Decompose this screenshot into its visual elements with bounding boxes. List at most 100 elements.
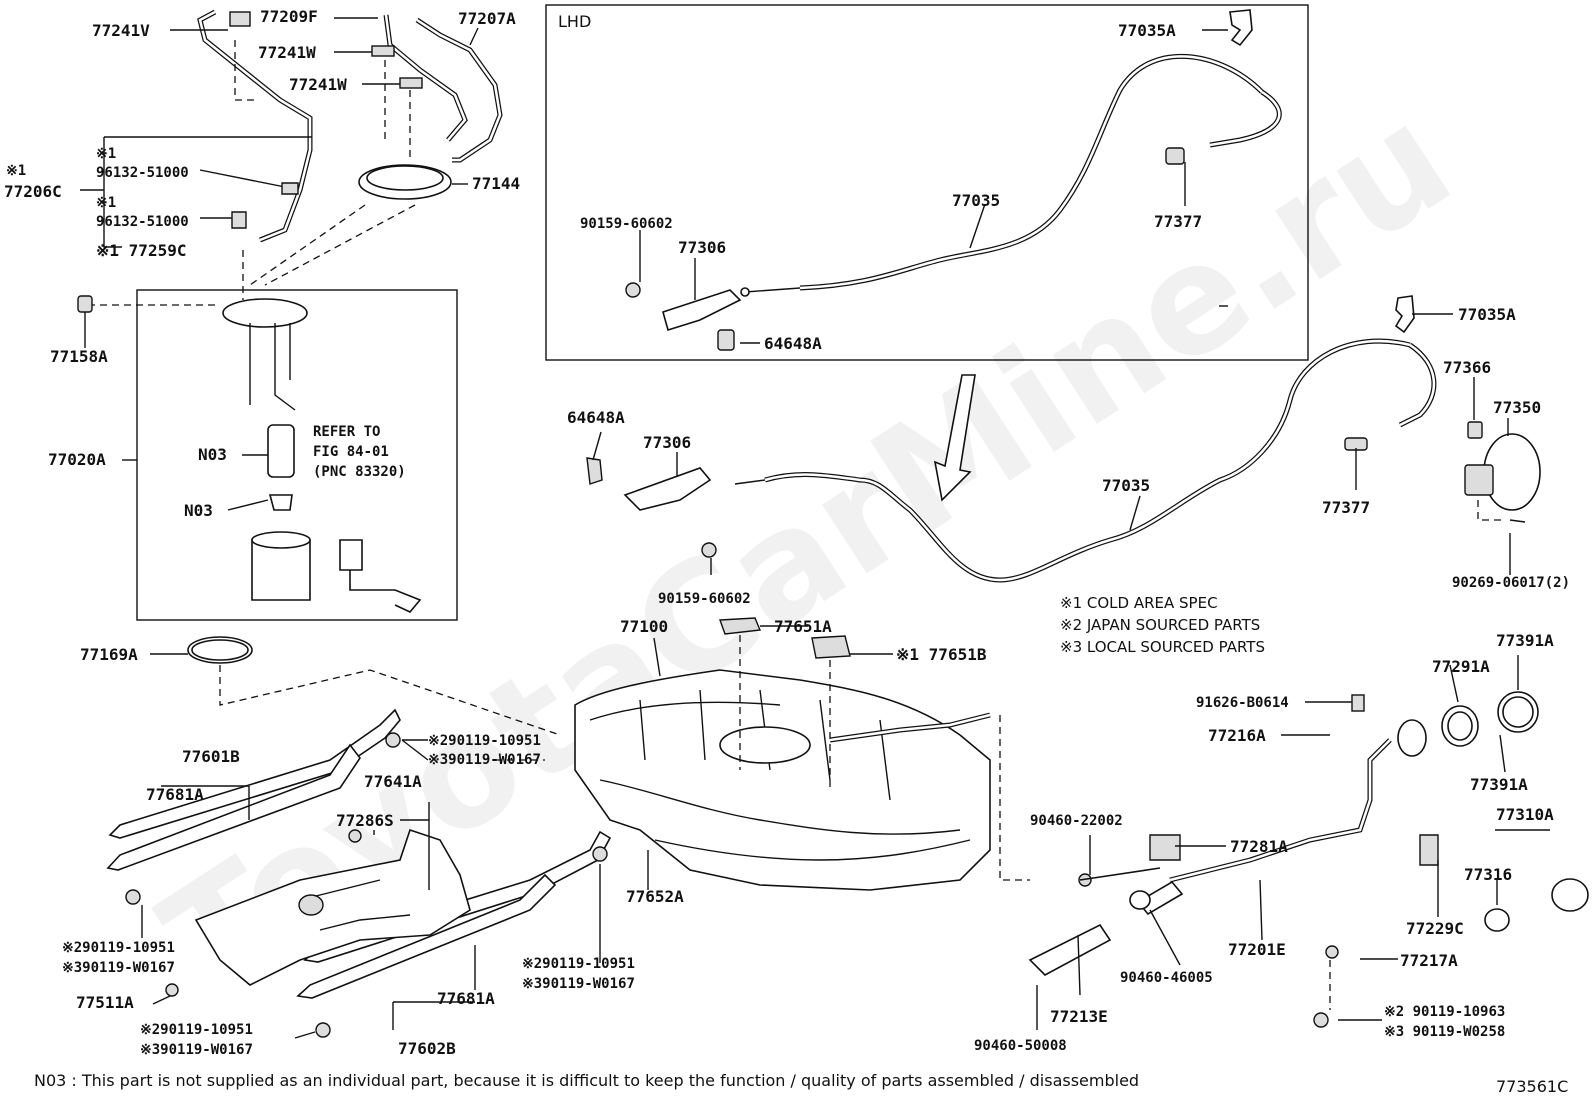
label-77144: 77144 [472,174,520,193]
lhd-label: LHD [558,12,591,31]
label-77601B: 77601B [182,747,240,766]
note-cold-area: ※1 COLD AREA SPEC [1060,594,1218,612]
label-77100: 77100 [620,617,668,636]
label-96132-mark-1: ※1 [96,146,116,162]
label-90460-50008: 90460-50008 [974,1038,1067,1054]
filler-hose [1136,880,1184,916]
label-77306-lhd: 77306 [678,238,726,257]
label-77207A: 77207A [458,9,516,28]
label-77216A: 77216A [1208,726,1266,745]
label-77310A: 77310A [1496,805,1554,824]
label-77035: 77035 [1102,476,1150,495]
label-77366: 77366 [1443,358,1491,377]
diagram-code: 773561C [1496,1077,1568,1096]
breather-clamp [1149,834,1181,861]
label-90460-46005: 90460-46005 [1120,970,1213,986]
lhd-cable-hook [1229,9,1253,47]
label-77316: 77316 [1464,865,1512,884]
label-390119-a: ※390119-W0167 [428,752,541,768]
label-290119-a: ※290119-10951 [428,733,541,749]
label-77169A: 77169A [80,645,138,664]
pump-flange [222,298,308,328]
fuel-cap [1551,878,1589,912]
fuel-sender [339,539,422,613]
label-77158A: 77158A [50,347,108,366]
label-77286S: 77286S [336,811,394,830]
filler-pipe [1169,738,1392,883]
label-77350: 77350 [1493,398,1541,417]
label-77652A: 77652A [626,887,684,906]
label-77035A-lhd: 77035A [1118,21,1176,40]
label-77681A-2: 77681A [437,989,495,1008]
label-90119-W0258: ※3 90119-W0258 [1384,1024,1505,1040]
label-77511A: 77511A [76,993,134,1012]
label-64648A-lhd: 64648A [764,334,822,353]
tank-pad-a [719,617,762,635]
label-96132-51000-2: 96132-51000 [96,214,189,230]
label-77377: 77377 [1322,498,1370,517]
pump-assembly-frame [136,289,458,621]
label-77651A: 77651A [774,617,832,636]
refer-line-1: REFER TO [313,424,380,440]
label-77201E: 77201E [1228,940,1286,959]
refer-line-3: (PNC 83320) [313,464,406,480]
note-japan-sourced: ※2 JAPAN SOURCED PARTS [1060,616,1260,634]
label-290119-c: ※290119-10951 [522,956,635,972]
label-77213E: 77213E [1050,1007,1108,1026]
tank-strap-front [108,708,401,839]
label-77281A: 77281A [1230,837,1288,856]
label-90159-60602: 90159-60602 [658,591,751,607]
label-77206C: 77206C [4,182,62,201]
lhd-inset-frame [545,4,1309,361]
label-290119-d: ※290119-10951 [140,1022,253,1038]
label-290119-b: ※290119-10951 [62,940,175,956]
label-77681A-1: 77681A [146,785,204,804]
label-90269-06017: 90269-06017(2) [1452,575,1570,591]
label-77391A-2: 77391A [1470,775,1528,794]
label-77641A: 77641A [364,772,422,791]
bolt [385,732,401,748]
label-77241V: 77241V [92,21,150,40]
label-77209F: 77209F [260,7,318,26]
label-77020A: 77020A [48,450,106,469]
label-77259C: ※1 77259C [96,241,186,260]
label-77241W-1: 77241W [258,43,316,62]
label-390119-c: ※390119-W0167 [522,976,635,992]
label-77241W-2: 77241W [289,75,347,94]
tank-protector [194,828,471,986]
label-390119-b: ※390119-W0167 [62,960,175,976]
label-77035-lhd: 77035 [952,191,1000,210]
lower-hose [1028,923,1112,976]
label-90119-10963: ※2 90119-10963 [1384,1004,1505,1020]
label-77306: 77306 [643,433,691,452]
tank-pad-b [811,635,851,659]
label-96132-mark-2: ※1 [96,195,116,211]
label-77206C-mark: ※1 [6,163,26,179]
label-90159-lhd: 90159-60602 [580,216,673,232]
direction-arrow [933,374,976,502]
label-77229C: 77229C [1406,919,1464,938]
label-77651B: ※1 77651B [896,645,987,664]
pump-bucket [251,539,311,601]
label-77377-lhd: 77377 [1154,212,1202,231]
release-lever [623,467,712,511]
fuel-tank [574,669,991,891]
label-77217A: 77217A [1400,951,1458,970]
cable-hook [1394,295,1415,334]
label-77291A: 77291A [1432,657,1490,676]
label-77602B: 77602B [398,1039,456,1058]
label-91626-B0614: 91626-B0614 [1196,695,1289,711]
label-N03-1: N03 [198,445,227,464]
label-N03-2: N03 [184,501,213,520]
fuel-pump [267,424,295,478]
pump-filter [268,494,293,511]
label-77391A-1: 77391A [1496,631,1554,650]
note-local-sourced: ※3 LOCAL SOURCED PARTS [1060,638,1265,656]
label-77035A: 77035A [1458,305,1516,324]
label-90460-22002: 90460-22002 [1030,813,1123,829]
label-390119-d: ※390119-W0167 [140,1042,253,1058]
refer-line-2: FIG 84-01 [313,444,389,460]
footnote: N03 : This part is not supplied as an in… [34,1071,1139,1090]
lhd-release-lever [662,289,742,332]
